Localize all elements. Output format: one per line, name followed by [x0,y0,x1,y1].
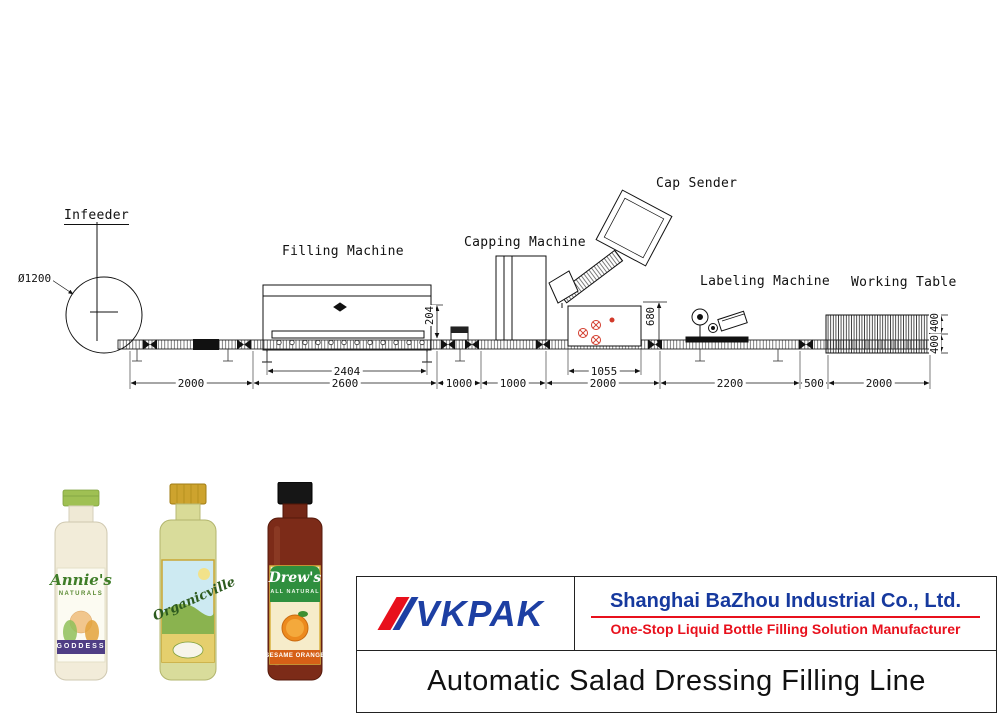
dim-gap-a: 1000 [443,377,475,390]
dim-capper-height: 680 [645,306,657,327]
dim-gap-c: 500 [802,377,826,390]
bottle-organicville [159,483,217,681]
bottle-drews-sub: ALL NATURAL [270,589,320,595]
bottle-annies-sub: NATURALS [58,591,104,597]
labeling-machine-label: Labeling Machine [700,274,831,289]
red-divider-rule [591,616,980,618]
dim-table-a: 400 [929,312,941,333]
filling-machine [262,284,432,363]
working-table [825,314,931,354]
drawing-title: Automatic Salad Dressing Filling Line [427,665,926,697]
dim-table-span: 2000 [863,377,895,390]
dim-infeed-span: 2000 [175,377,207,390]
labeling-machine [685,308,749,343]
dim-infeed-diameter: Ø1200 [16,272,54,285]
dim-filling-height: 204 [424,305,436,326]
company-logo: VKPAK [357,577,575,650]
bottle-annies [54,489,108,681]
dim-capper-span: 2000 [587,377,619,390]
dim-filling-span: 2600 [329,377,361,390]
title-block: VKPAK Shanghai BaZhou Industrial Co., Lt… [356,576,997,713]
bottle-drews-variant: SESAME ORANGE [265,653,325,659]
conveyor [117,339,931,362]
company-name: Shanghai BaZhou Industrial Co., Ltd. [609,590,962,612]
dim-labeler-span: 2200 [714,377,746,390]
working-table-label: Working Table [851,275,957,290]
dim-gap-b: 1000 [497,377,529,390]
infeeder-machine [51,222,143,354]
capping-machine [495,255,547,341]
company-tagline: One-Stop Liquid Bottle Filling Solution … [610,621,961,637]
bottle-annies-brand: Annie's [50,571,112,589]
bottle-spacer-unit [450,326,469,341]
company-info: Shanghai BaZhou Industrial Co., Ltd. One… [575,577,996,650]
cap-sender-machine [548,189,673,308]
bottle-annies-variant: GODDESS [56,643,106,650]
dim-table-b: 400 [929,334,941,355]
logo-text: VKPAK [415,592,544,634]
cap-sender-label: Cap Sender [656,176,738,191]
bottle-images [54,482,323,681]
bottle-drews-brand: Drew's [268,570,322,586]
filling-machine-label: Filling Machine [282,244,404,259]
capping-machine-label: Capping Machine [464,235,586,250]
title-block-top-row: VKPAK Shanghai BaZhou Industrial Co., Lt… [357,577,996,651]
bottle-drews [267,482,323,681]
capper-unit [567,305,642,347]
infeeder-label: Infeeder [64,208,130,225]
